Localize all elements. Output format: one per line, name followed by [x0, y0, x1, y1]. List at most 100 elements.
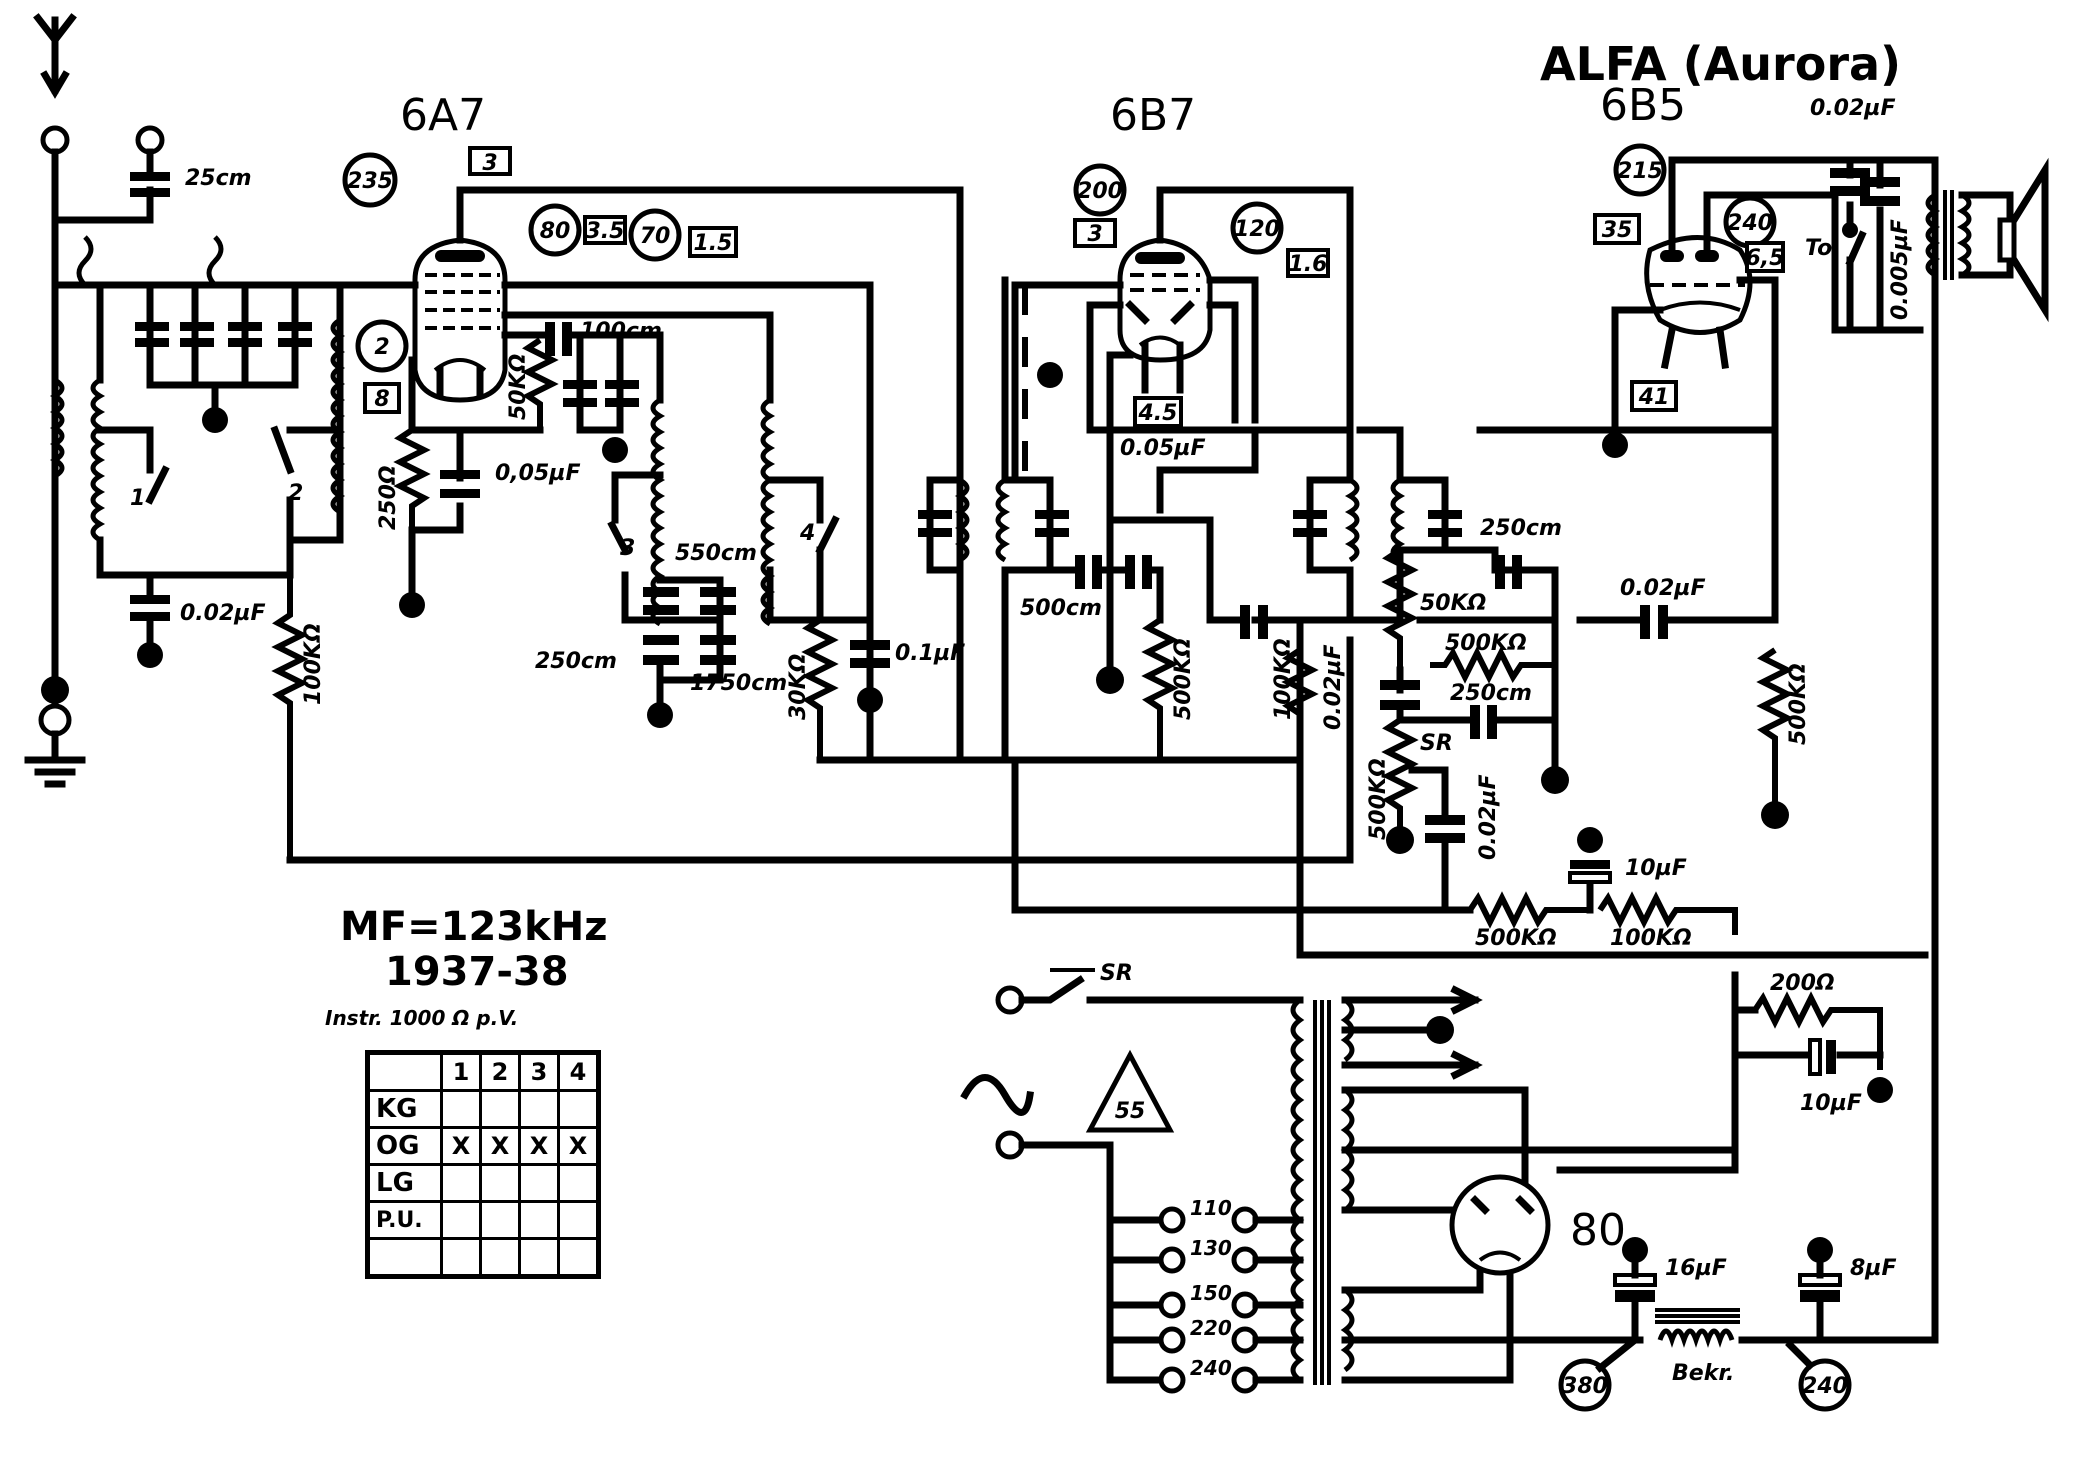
label-c-dec: 10µF: [1625, 856, 1687, 881]
volume-pot-wiper: [1408, 766, 1449, 824]
svg-text:120: 120: [1234, 217, 1280, 242]
svg-text:4.5: 4.5: [1138, 401, 1178, 426]
label-r-bias: 200Ω: [1770, 971, 1835, 996]
svg-text:220: 220: [1190, 1316, 1232, 1340]
label-c-pad3: 1750cm: [690, 671, 787, 696]
svg-text:55: 55: [1115, 1099, 1146, 1124]
label-c-det: 0.05µF: [1120, 436, 1206, 461]
mains-terminal-1: [995, 985, 1025, 1015]
voltage-filter-out: [1798, 1358, 1852, 1412]
label-c-if: 500cm: [1020, 596, 1102, 621]
svg-text:3.5: 3.5: [586, 219, 625, 244]
table-row: [366, 1237, 600, 1278]
label-r-grid: 500KΩ: [1786, 663, 1811, 745]
label-c-pad1: 550cm: [675, 541, 757, 566]
antenna-icon: [33, 13, 77, 99]
label-c-hf2: 250cm: [1450, 681, 1532, 706]
label-c-couple: 0.02µF: [1620, 576, 1706, 601]
voltage-selector: 110 130 150 220 240: [1106, 1196, 1304, 1394]
current-6b5-driver: [1745, 241, 1785, 273]
label-c-tone: 0.02µF: [1321, 645, 1346, 731]
label-r-load: 100KΩ: [1271, 638, 1296, 720]
tube-label-6a7: 6A7: [400, 90, 486, 141]
current-6b5-anode: [1593, 213, 1641, 245]
label-r-dec2: 100KΩ: [1610, 926, 1692, 951]
label-c-ant: 25cm: [185, 166, 252, 191]
label-sw3: 3: [620, 536, 635, 561]
label-c-filter2: 8µF: [1850, 1256, 1897, 1281]
current-6b7-screen: [1286, 248, 1330, 278]
label-r-500k-a: 500KΩ: [1445, 631, 1527, 656]
ground-terminal: [38, 703, 72, 737]
svg-text:215: 215: [1617, 159, 1663, 184]
ground-icon: [24, 730, 86, 788]
svg-text:6,5: 6,5: [1746, 246, 1785, 271]
label-r-screen: 30KΩ: [786, 654, 811, 720]
svg-text:35: 35: [1602, 218, 1633, 243]
label-c-screen: 0.1µF: [895, 641, 965, 666]
tube-6a7: [412, 237, 508, 403]
svg-text:200: 200: [1077, 179, 1123, 204]
current-6a7-anode: [468, 146, 512, 176]
label-c-out2: 0.005µF: [1888, 219, 1913, 320]
voltage-filter-in: [1558, 1358, 1612, 1412]
label-c-bias: 10µF: [1800, 1091, 1862, 1116]
voltage-6b7-anode: [1073, 163, 1127, 217]
label-c-cath: 0,05µF: [495, 461, 581, 486]
tube-label-6b5: 6B5: [1600, 80, 1686, 131]
tube-6b7: [1117, 237, 1213, 363]
label-r-osc: 50KΩ: [506, 354, 531, 420]
svg-text:110: 110: [1190, 1196, 1232, 1220]
svg-text:70: 70: [640, 224, 671, 249]
label-c-hf1: 250cm: [1480, 516, 1562, 541]
mains-transformer: [1290, 997, 1355, 1385]
current-6b5-cathode: [1630, 380, 1678, 412]
table-row: LG: [366, 1163, 600, 1203]
table-header-cell: 4: [557, 1051, 600, 1092]
label-r-50k: 50KΩ: [1420, 591, 1486, 616]
if-frequency: MF=123kHz: [340, 904, 608, 950]
tuning-capacitor-gang: [135, 281, 312, 389]
svg-text:1.6: 1.6: [1289, 252, 1328, 277]
label-c-pad2: 250cm: [535, 649, 617, 674]
table-header-blank: [366, 1051, 443, 1092]
label-mains-switch: SR: [1100, 961, 1133, 986]
label-r-cath: 250Ω: [376, 465, 401, 530]
schematic-title: ALFA (Aurora): [1540, 37, 1901, 91]
label-c-filter1: 16µF: [1665, 1256, 1727, 1281]
voltage-6a7-cathode: [355, 319, 409, 373]
current-6a7-osc: [688, 226, 738, 258]
tube-label-6b7: 6B7: [1110, 90, 1196, 141]
instrument-note: Instr. 1000 Ω p.V.: [325, 1006, 518, 1030]
table-row: P.U.: [366, 1200, 600, 1240]
voltage-6b7-screen: [1230, 201, 1284, 255]
svg-text:240: 240: [1190, 1356, 1232, 1380]
filter-choke: [1657, 1328, 1735, 1348]
speaker-icon: [1997, 157, 2049, 323]
svg-text:130: 130: [1190, 1236, 1232, 1260]
label-pot: 500KΩ: [1366, 758, 1391, 840]
current-6b7-anode: [1073, 218, 1117, 248]
svg-text:240: 240: [1802, 1374, 1848, 1399]
svg-text:2: 2: [374, 335, 389, 360]
label-c-out1: 0.02µF: [1810, 96, 1896, 121]
current-6a7-screen: [583, 215, 627, 245]
label-sr: SR: [1420, 731, 1453, 756]
svg-text:3: 3: [482, 151, 497, 176]
tube-label-80: 80: [1570, 1205, 1626, 1256]
label-sw4: 4: [799, 521, 815, 546]
label-tone-switch: To: [1805, 236, 1832, 261]
ac-mains-icon: [960, 1074, 1034, 1116]
label-r-det: 500KΩ: [1171, 638, 1196, 720]
current-6a7-cathode: [363, 382, 401, 414]
label-r-avc: 100KΩ: [301, 623, 326, 705]
svg-text:8: 8: [374, 387, 389, 412]
svg-text:150: 150: [1190, 1281, 1232, 1305]
current-6b7-cathode: [1133, 396, 1183, 428]
svg-text:240: 240: [1727, 211, 1773, 236]
voltage-6b5-anode: [1613, 143, 1667, 197]
table-header-cell: 1: [440, 1051, 482, 1092]
tube-80: [1449, 1174, 1551, 1276]
switch-position-table: 1 2 3 4 KG OG X X X X LG P.U.: [365, 1050, 601, 1279]
